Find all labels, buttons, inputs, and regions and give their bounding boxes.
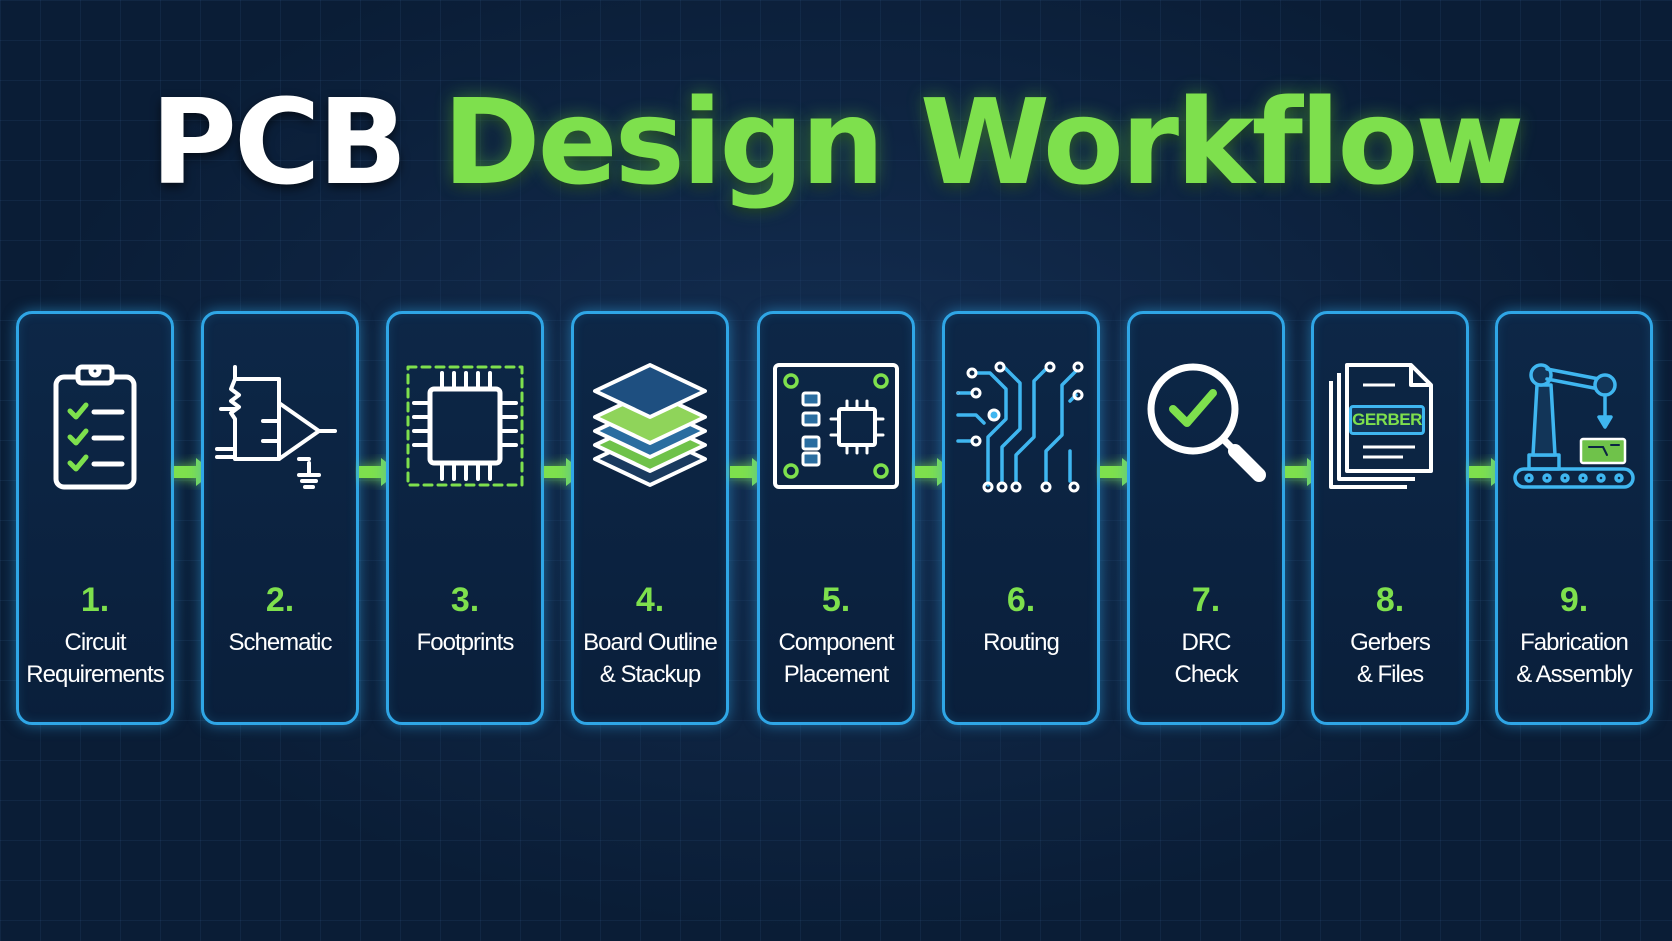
gerber-badge: GERBER	[1349, 405, 1425, 435]
step-label-line1: Schematic	[228, 629, 332, 656]
step-label-line1: Routing	[983, 629, 1060, 656]
step-number: 3.	[450, 581, 480, 619]
routing-traces-icon	[954, 359, 1088, 493]
step-card-2: 2. Schematic	[201, 311, 359, 725]
step-label-line2: & Stackup	[599, 661, 701, 688]
step-label-line1: DRC	[1181, 629, 1232, 656]
step-label: Schematic	[200, 627, 360, 659]
step-number: 8.	[1375, 581, 1405, 619]
schematic-icon	[213, 359, 347, 493]
step-label: Footprints	[385, 627, 545, 659]
step-label-line2: & Files	[1356, 661, 1424, 688]
step-number: 6.	[1006, 581, 1036, 619]
step-label-line2: Requirements	[26, 661, 164, 688]
step-number: 9.	[1559, 581, 1589, 619]
step-card-8: GERBER 8. Gerbers & Files	[1311, 311, 1469, 725]
step-label: Board Outline & Stackup	[570, 627, 730, 691]
title-part-design-workflow: Design Workflow	[442, 73, 1525, 211]
step-number: 7.	[1191, 581, 1221, 619]
magnifier-check-icon	[1139, 359, 1273, 493]
robot-arm-conveyor-icon	[1507, 359, 1641, 493]
clipboard-checklist-icon	[28, 359, 162, 493]
layer-stack-icon	[583, 359, 717, 493]
step-label: Gerbers & Files	[1310, 627, 1470, 691]
step-label: Component Placement	[756, 627, 916, 691]
step-label: DRC Check	[1126, 627, 1286, 691]
step-label-line1: Fabrication	[1520, 629, 1629, 656]
step-label-line2: Placement	[783, 661, 889, 688]
board-placement-icon	[769, 359, 903, 493]
step-label-line1: Board Outline	[583, 629, 718, 656]
step-label-line1: Gerbers	[1350, 629, 1431, 656]
step-card-7: 7. DRC Check	[1127, 311, 1285, 725]
step-label: Circuit Requirements	[15, 627, 175, 691]
title-part-pcb: PCB	[150, 73, 408, 211]
step-label: Fabrication & Assembly	[1494, 627, 1654, 691]
step-label-line1: Component	[778, 629, 894, 656]
step-card-3: 3. Footprints	[386, 311, 544, 725]
step-card-6: 6. Routing	[942, 311, 1100, 725]
step-card-5: 5. Component Placement	[757, 311, 915, 725]
step-card-4: 4. Board Outline & Stackup	[571, 311, 729, 725]
step-card-9: 9. Fabrication & Assembly	[1495, 311, 1653, 725]
step-label-line2: & Assembly	[1516, 661, 1632, 688]
step-card-1: 1. Circuit Requirements	[16, 311, 174, 725]
step-number: 2.	[265, 581, 295, 619]
step-label-line2: Check	[1174, 661, 1238, 688]
step-number: 1.	[80, 581, 110, 619]
step-number: 5.	[821, 581, 851, 619]
gerber-files-icon: GERBER	[1323, 359, 1457, 493]
chip-footprint-icon	[398, 359, 532, 493]
step-number: 4.	[635, 581, 665, 619]
step-label-line1: Footprints	[416, 629, 515, 656]
step-label: Routing	[941, 627, 1101, 659]
step-label-line1: Circuit	[64, 629, 126, 656]
page-title: PCB Design Workflow	[0, 72, 1672, 212]
